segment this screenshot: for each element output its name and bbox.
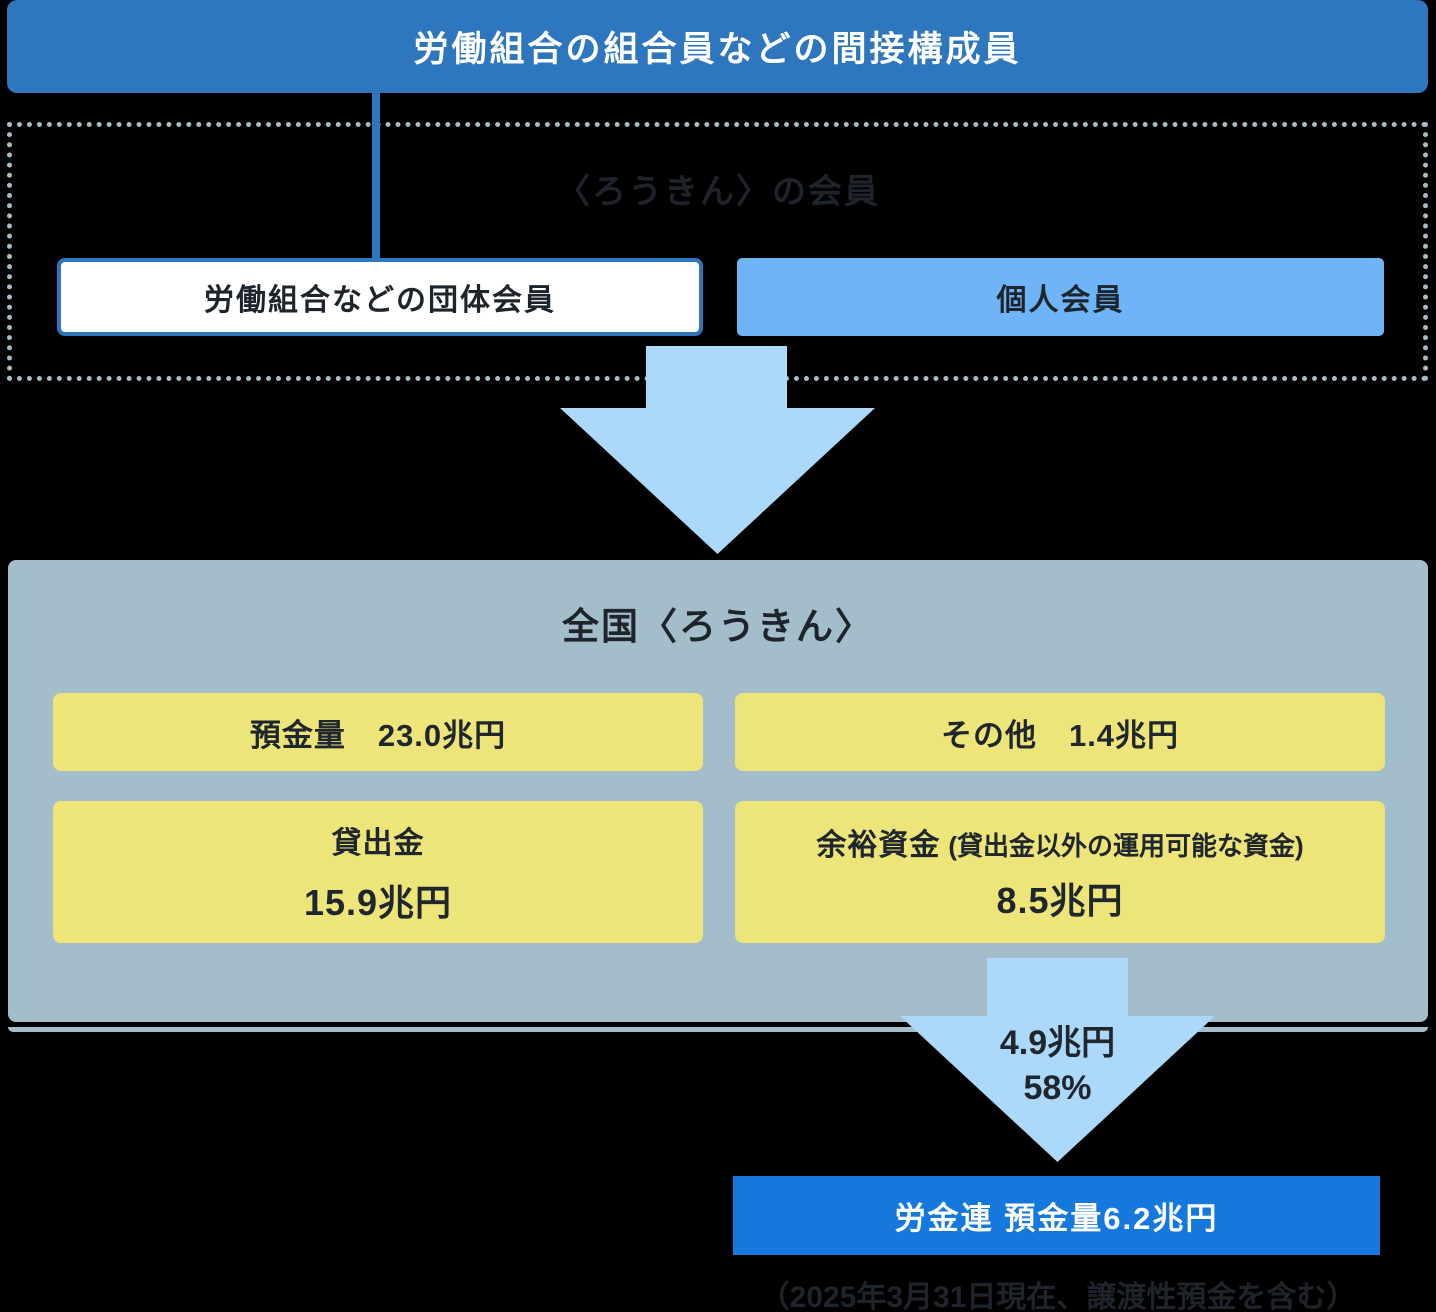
other-box: その他 1.4兆円 <box>735 693 1385 771</box>
deposit-box: 預金量 23.0兆円 <box>53 693 703 771</box>
group-member-label: 労働組合などの団体会員 <box>204 284 556 317</box>
indirect-members-banner: 労働組合の組合員などの間接構成員 <box>7 0 1428 93</box>
indirect-members-banner-label: 労働組合の組合員などの間接構成員 <box>413 30 1022 69</box>
surplus-box-label-line: 余裕資金(貸出金以外の運用可能な資金) <box>816 820 1303 864</box>
loan-box: 貸出金 15.9兆円 <box>53 801 703 943</box>
surplus-box: 余裕資金(貸出金以外の運用可能な資金) 8.5兆円 <box>735 801 1385 943</box>
zenkoku-rokin-panel <box>8 560 1428 1032</box>
down-arrow-icon <box>560 346 875 554</box>
deposit-box-label: 預金量 23.0兆円 <box>249 717 507 753</box>
rokinren-bar-label: 労金連 預金量6.2兆円 <box>894 1201 1219 1236</box>
member-dotted-box <box>7 122 1428 381</box>
surplus-box-value: 8.5兆円 <box>996 880 1124 921</box>
transfer-down-arrow-icon <box>900 958 1215 1162</box>
individual-member-box: 個人会員 <box>737 258 1384 336</box>
rokinren-bar: 労金連 預金量6.2兆円 <box>733 1176 1380 1255</box>
other-box-label: その他 1.4兆円 <box>940 717 1180 753</box>
loan-box-value: 15.9兆円 <box>303 882 453 923</box>
footnote: （2025年3月31日現在、譲渡性預金を含む） <box>759 1281 1357 1312</box>
transfer-arrow-text: 4.9兆円 58% <box>900 1021 1215 1111</box>
member-section-heading: 〈ろうきん〉の会員 <box>556 173 880 211</box>
surplus-box-label: 余裕資金 <box>816 829 941 862</box>
group-member-box: 労働組合などの団体会員 <box>57 258 703 336</box>
transfer-amount: 4.9兆円 <box>999 1024 1116 1062</box>
zenkoku-rokin-title: 全国〈ろうきん〉 <box>562 606 874 647</box>
loan-box-label: 貸出金 <box>331 827 425 860</box>
connector-line <box>372 90 380 260</box>
individual-member-label: 個人会員 <box>996 284 1125 317</box>
transfer-percent: 58% <box>1023 1069 1092 1107</box>
surplus-box-note: (貸出金以外の運用可能な資金) <box>948 831 1304 861</box>
